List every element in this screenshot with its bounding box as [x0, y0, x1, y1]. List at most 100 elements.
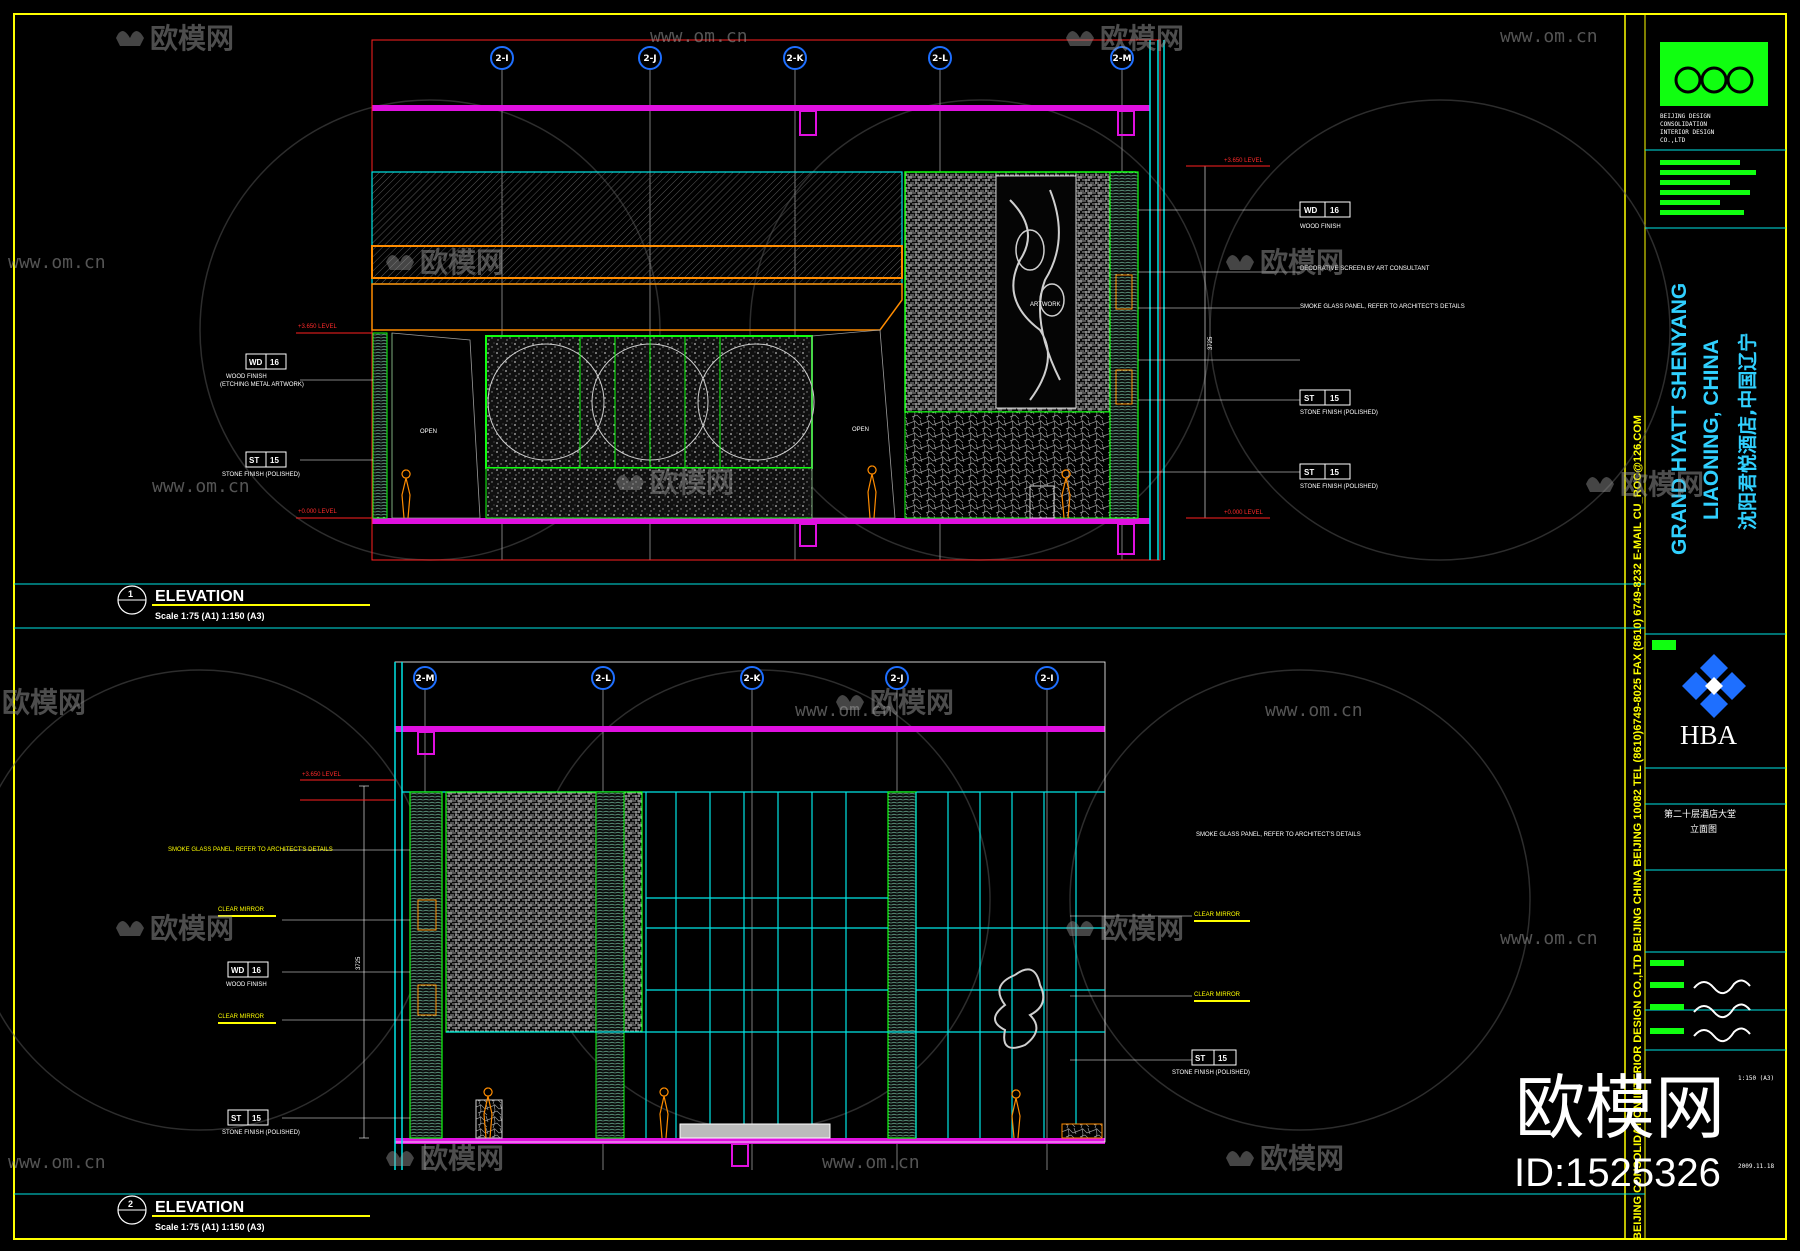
- note-smoke-glass-2l: SMOKE GLASS PANEL, REFER TO ARCHITECT'S …: [168, 847, 333, 853]
- watermark-brand: 欧模网: [1260, 1142, 1344, 1175]
- watermark-url: www.om.cn: [650, 26, 748, 47]
- big-brand-watermark: 欧模网: [1515, 1067, 1725, 1149]
- note-smoke-glass: SMOKE GLASS PANEL, REFER TO ARCHITECT'S …: [1300, 304, 1465, 310]
- svg-text:ST: ST: [1195, 1054, 1205, 1063]
- elevation-2: 3725 +3.650 LEVEL SMOKE GLASS PANEL, REF…: [117, 661, 1361, 1232]
- note-stone-left: STONE FINISH (POLISHED): [222, 472, 300, 478]
- svg-text:WD: WD: [249, 358, 263, 367]
- elevation-2-title: 2 ELEVATION Scale 1:75 (A1) 1:150 (A3): [117, 1195, 370, 1232]
- watermark-url: www.om.cn: [8, 252, 106, 273]
- open-label-1: OPEN: [420, 429, 437, 435]
- project-location: LIAONING, CHINA: [1700, 339, 1723, 520]
- watermark-brand-icon: [116, 921, 144, 936]
- note-stone-right-1: STONE FINISH (POLISHED): [1300, 410, 1378, 416]
- svg-text:ST: ST: [1304, 468, 1314, 477]
- svg-text:15: 15: [1218, 1054, 1227, 1063]
- soffit: [371, 283, 903, 331]
- bottom-grid-label-2-J: 2-J: [890, 674, 903, 684]
- watermark-brand-icon: [1586, 477, 1614, 492]
- svg-text:15: 15: [252, 1114, 261, 1123]
- svg-text:ST: ST: [249, 456, 259, 465]
- artwork-panel: [995, 175, 1077, 409]
- floor-beam-2: [1117, 523, 1135, 555]
- watermark-brand: 欧模网: [420, 246, 504, 279]
- sculpture: [994, 968, 1045, 1049]
- open-label-2: OPEN: [852, 427, 869, 433]
- human-figure-6: [1011, 1089, 1021, 1139]
- top-grid-label-2-J: 2-J: [643, 54, 656, 64]
- svg-text:3725: 3725: [1208, 336, 1214, 350]
- svg-text:Scale 1:75 (A1) 1:150 (A3): Scale 1:75 (A1) 1:150 (A3): [155, 1222, 265, 1232]
- svg-text:ELEVATION: ELEVATION: [155, 1199, 244, 1216]
- wood-column-3: [595, 791, 625, 1139]
- svg-text:16: 16: [1330, 206, 1339, 215]
- watermark-brand: 欧模网: [150, 22, 234, 55]
- watermark-url: www.om.cn: [8, 1152, 106, 1173]
- svg-text:15: 15: [1330, 394, 1339, 403]
- signature-rows: [1650, 960, 1751, 1043]
- watermark-brand-icon: [1066, 31, 1094, 46]
- svg-text:INTERIOR DESIGN: INTERIOR DESIGN: [1660, 129, 1715, 136]
- top-grid-label-2-L: 2-L: [932, 54, 948, 64]
- watermark-url: www.om.cn: [152, 476, 250, 497]
- top-grid-bubble-2-I: [490, 46, 514, 70]
- watermark-brand: 欧模网: [1100, 912, 1184, 945]
- tag-st15-2r: ST 15: [1191, 1049, 1237, 1066]
- tb-date: 2009.11.18: [1738, 1163, 1775, 1170]
- contact-bars: [1660, 160, 1756, 215]
- top-grid-label-2-I: 2-I: [495, 54, 508, 64]
- elevation-1: 3725 +3.650 LEVEL +0.000 LEVEL +3.650 LE…: [117, 39, 1465, 621]
- watermark-brand-icon: [116, 31, 144, 46]
- level-top-left: +3.650 LEVEL: [298, 324, 338, 330]
- project-cn: 沈阳君悦酒店,中国辽宁: [1736, 333, 1759, 530]
- watermark-url: www.om.cn: [1265, 700, 1363, 721]
- hba-text: HBA: [1680, 720, 1738, 750]
- watermark-brand-icon: [616, 475, 644, 490]
- watermark-brand-icon: [1226, 255, 1254, 270]
- watermark-brand: 欧模网: [1100, 22, 1184, 55]
- svg-text:15: 15: [270, 456, 279, 465]
- svg-text:Scale 1:75 (A1) 1:150 (A3): Scale 1:75 (A1) 1:150 (A3): [155, 611, 265, 621]
- left-wood-panel: [372, 332, 388, 519]
- note-etched-metal: (ETCHING METAL ARTWORK): [220, 382, 304, 388]
- stone-wall: [904, 411, 1111, 519]
- watermark-url: www.om.cn: [822, 1152, 920, 1173]
- stone-base-1: [485, 467, 813, 519]
- floor-slab: [372, 518, 1150, 524]
- bottom-grid-bubble-2-M: [413, 666, 437, 690]
- watermark-brand-icon: [1066, 921, 1094, 936]
- note-stone-2l: STONE FINISH (POLISHED): [222, 1130, 300, 1136]
- svg-text:1: 1: [128, 589, 133, 599]
- level-top-right: +3.650 LEVEL: [1224, 158, 1264, 164]
- wood-column: [1109, 171, 1139, 519]
- watermark-brand: 欧模网: [870, 686, 954, 719]
- wood-column-2: [409, 791, 443, 1139]
- watermark-brand: 欧模网: [150, 912, 234, 945]
- tag-wd16-left: WD 16: [245, 353, 287, 370]
- bottom-grid-label-2-K: 2-K: [744, 674, 762, 684]
- ceiling-orange-band: [371, 245, 903, 279]
- bottom-grid-label-2-L: 2-L: [595, 674, 611, 684]
- watermark-brand: 欧模网: [1260, 246, 1344, 279]
- level-2-top: +3.650 LEVEL: [302, 772, 342, 778]
- svg-text:2: 2: [128, 1199, 133, 1209]
- svg-text:ST: ST: [231, 1114, 241, 1123]
- bench: [679, 1123, 831, 1139]
- note-clear-mirror-r1: CLEAR MIRROR: [1194, 912, 1241, 918]
- floor-slab-2: [395, 1138, 1105, 1144]
- etched-metal-artwork: [485, 335, 813, 469]
- human-figure-5: [659, 1087, 669, 1139]
- top-grid-label-2-M: 2-M: [1113, 54, 1132, 64]
- artwork-label: ARTWORK: [1030, 302, 1061, 308]
- hba-logo-icon: [1682, 654, 1746, 718]
- bottom-grid-label-2-M: 2-M: [416, 674, 435, 684]
- svg-text:16: 16: [252, 966, 261, 975]
- svg-text:ST: ST: [1304, 394, 1314, 403]
- svg-text:CO.,LTD: CO.,LTD: [1660, 137, 1686, 144]
- tb-scale: 1:150 (A3): [1738, 1075, 1774, 1082]
- wood-column-4: [887, 791, 917, 1139]
- ceiling-slab-2: [395, 726, 1105, 732]
- note-stone-right-2: STONE FINISH (POLISHED): [1300, 484, 1378, 490]
- human-figure-4: [483, 1087, 493, 1139]
- note-wood-finish-right: WOOD FINISH: [1300, 224, 1341, 230]
